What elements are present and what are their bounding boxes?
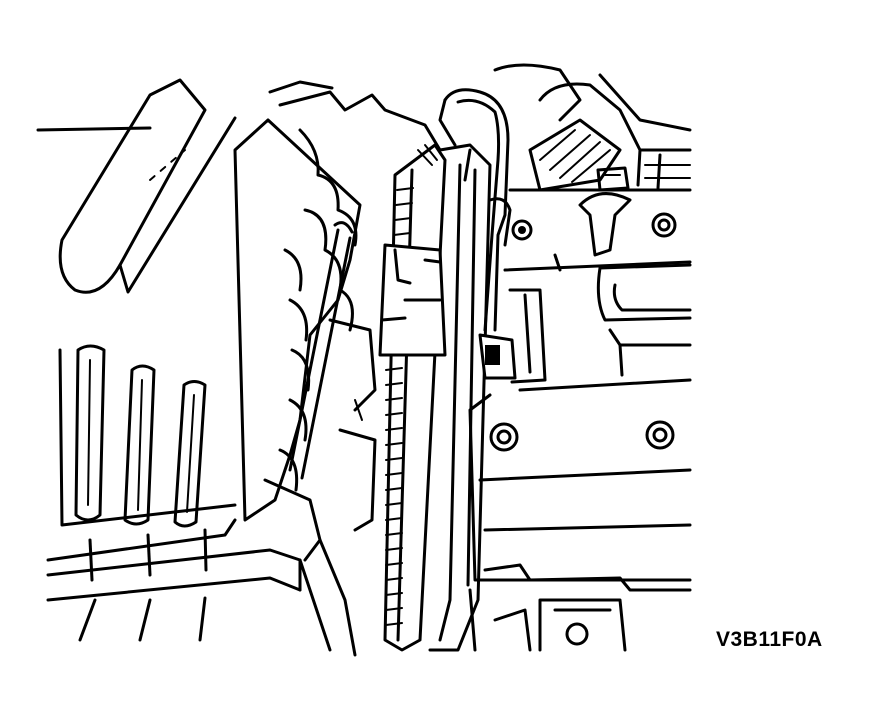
upper-hoses bbox=[493, 63, 692, 192]
connector-block bbox=[378, 243, 447, 357]
intake-hose bbox=[263, 90, 442, 657]
bracket-fitting bbox=[578, 166, 632, 257]
belt-cover bbox=[428, 143, 492, 652]
bolts bbox=[489, 212, 677, 646]
sensor-wire bbox=[438, 88, 517, 380]
dipstick-tube bbox=[288, 221, 354, 480]
engine-block-lower bbox=[468, 563, 692, 652]
figure-code: V3B11F0A bbox=[716, 628, 823, 651]
cylinder-head bbox=[468, 188, 692, 582]
timing-belt bbox=[383, 143, 447, 652]
